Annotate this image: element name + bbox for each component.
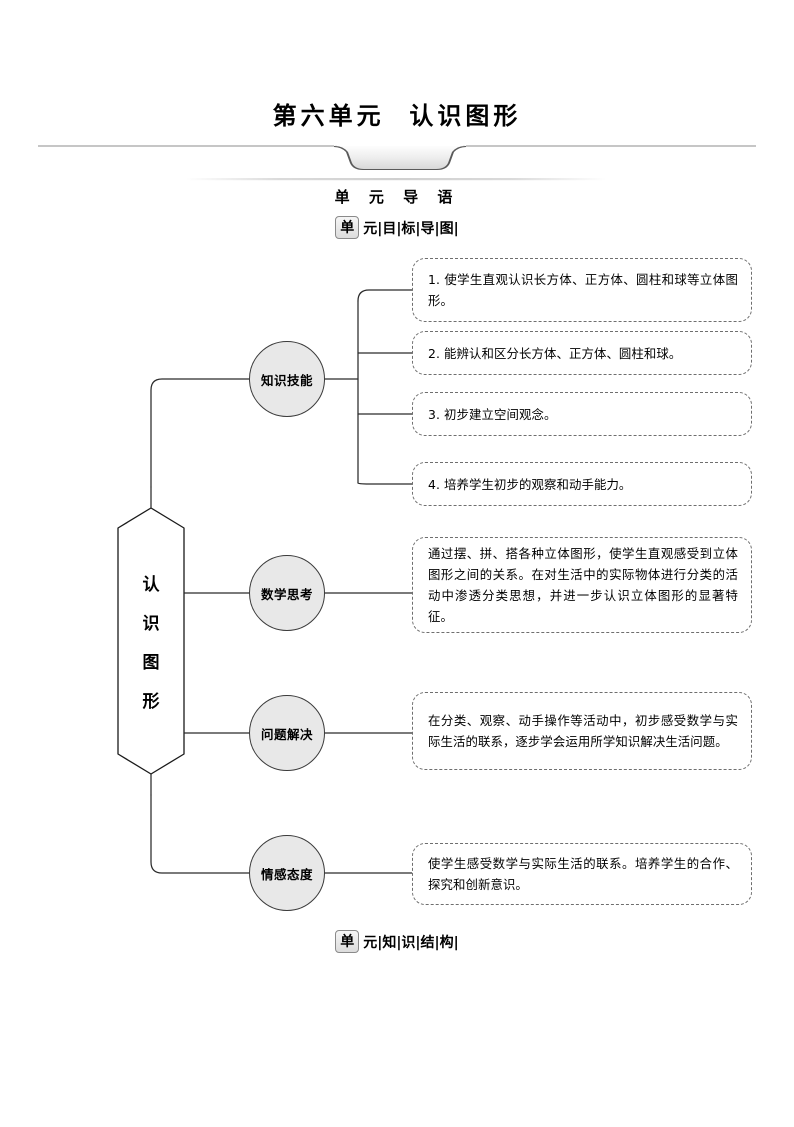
- branch-node-label: 数学思考: [260, 586, 313, 602]
- unit-goal-map-label: 元|目|标|导|图|: [363, 220, 459, 237]
- center-node-label: 认 识 图 形: [118, 508, 184, 774]
- center-node-char-2: 识: [142, 614, 160, 634]
- unit-badge-icon: 单: [335, 930, 360, 953]
- detail-text: 3. 初步建立空间观念。: [428, 406, 557, 422]
- detail-box-problem-solving: 在分类、观察、动手操作等活动中，初步感受数学与实际生活的联系，逐步学会运用所学知…: [412, 692, 752, 770]
- detail-text: 使学生感受数学与实际生活的联系。培养学生的合作、探究和创新意识。: [428, 856, 738, 892]
- branch-node-label: 情感态度: [260, 866, 313, 882]
- branch-node-knowledge-skills[interactable]: 知识技能: [249, 341, 325, 417]
- unit-goal-map-heading: 单 元|目|标|导|图|: [0, 216, 794, 239]
- branch-node-problem-solving[interactable]: 问题解决: [249, 695, 325, 771]
- unit-structure-heading: 单 元|知|识|结|构|: [0, 930, 794, 953]
- branch-node-label: 问题解决: [260, 726, 313, 742]
- center-node-recognize-shapes: 认 识 图 形: [118, 508, 184, 774]
- detail-box-knowledge-2: 2. 能辨认和区分长方体、正方体、圆柱和球。: [412, 331, 752, 375]
- detail-box-emotion-attitude: 使学生感受数学与实际生活的联系。培养学生的合作、探究和创新意识。: [412, 843, 752, 905]
- detail-text: 2. 能辨认和区分长方体、正方体、圆柱和球。: [428, 345, 682, 361]
- center-node-char-4: 形: [142, 692, 160, 712]
- detail-box-knowledge-1: 1. 使学生直观认识长方体、正方体、圆柱和球等立体图形。: [412, 258, 752, 322]
- branch-node-label: 知识技能: [260, 372, 313, 388]
- page-title: 第六单元 认识图形: [272, 102, 522, 130]
- unit-structure-label: 元|知|识|结|构|: [363, 934, 459, 951]
- unit-badge-icon: 单: [335, 216, 360, 239]
- detail-text: 4. 培养学生初步的观察和动手能力。: [428, 476, 632, 492]
- detail-box-knowledge-3: 3. 初步建立空间观念。: [412, 392, 752, 436]
- branch-node-math-thinking[interactable]: 数学思考: [249, 555, 325, 631]
- detail-text: 在分类、观察、动手操作等活动中，初步感受数学与实际生活的联系，逐步学会运用所学知…: [428, 713, 738, 749]
- center-node-char-3: 图: [142, 653, 160, 673]
- center-node-char-1: 认: [142, 575, 160, 595]
- detail-text: 通过摆、拼、搭各种立体图形，使学生直观感受到立体图形之间的关系。在对生活中的实际…: [428, 546, 738, 624]
- branch-node-emotion-attitude[interactable]: 情感态度: [249, 835, 325, 911]
- unit-intro-heading: 单 元 导 语: [334, 188, 460, 206]
- detail-box-math-thinking: 通过摆、拼、搭各种立体图形，使学生直观感受到立体图形之间的关系。在对生活中的实际…: [412, 537, 752, 633]
- detail-box-knowledge-4: 4. 培养学生初步的观察和动手能力。: [412, 462, 752, 506]
- detail-text: 1. 使学生直观认识长方体、正方体、圆柱和球等立体图形。: [428, 272, 738, 308]
- title-divider-ribbon: [0, 138, 794, 182]
